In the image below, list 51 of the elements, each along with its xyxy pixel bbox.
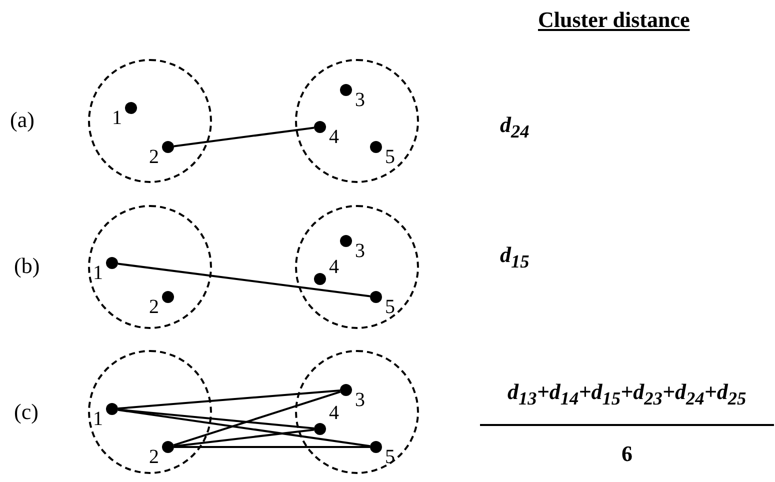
point-number: 1 [112,108,122,128]
data-point [162,141,174,153]
row-label: (a) [10,108,34,132]
data-point [340,84,352,96]
data-point [340,235,352,247]
cluster-circle [295,59,419,183]
connecting-line [174,126,314,148]
point-number: 2 [149,297,159,317]
row-label: (c) [14,400,38,424]
point-number: 3 [355,390,365,410]
point-number: 4 [329,257,339,277]
cluster-circle [295,350,419,474]
point-number: 5 [385,147,395,167]
data-point [162,441,174,453]
connecting-line [173,390,341,446]
data-point [314,121,326,133]
point-number: 3 [355,241,365,261]
point-number: 4 [329,127,339,147]
cluster-circle [88,205,212,329]
point-number: 1 [93,409,103,429]
denominator: 6 [622,442,632,466]
connecting-line [118,262,370,298]
point-number: 2 [149,447,159,467]
cluster-circle [88,59,212,183]
connecting-line [118,408,314,430]
data-point [314,273,326,285]
point-number: 1 [93,263,103,283]
data-point [370,441,382,453]
cluster-circle [295,205,419,329]
data-point [370,291,382,303]
cluster-circle [88,350,212,474]
data-point [106,257,118,269]
data-point [162,291,174,303]
point-number: 3 [355,90,365,110]
point-number: 4 [329,403,339,423]
distance-formula: d$_{24}$ [500,113,530,144]
data-point [370,141,382,153]
data-point [340,384,352,396]
point-number: 5 [385,297,395,317]
data-point [106,403,118,415]
data-point [125,102,137,114]
connecting-line [118,408,370,448]
connecting-line [174,446,370,448]
connecting-line [118,389,340,410]
connecting-line [174,428,314,448]
distance-formula: d$_{15}$ [500,243,530,274]
row-label: (b) [14,254,40,278]
column-heading: Cluster distance [538,8,690,32]
data-point [314,423,326,435]
point-number: 2 [149,147,159,167]
distance-formula: d$_{13}$+d$_{14}$+d$_{15}$+d$_{23}$+d$_{24}$+d$_{25}$ [508,380,746,410]
